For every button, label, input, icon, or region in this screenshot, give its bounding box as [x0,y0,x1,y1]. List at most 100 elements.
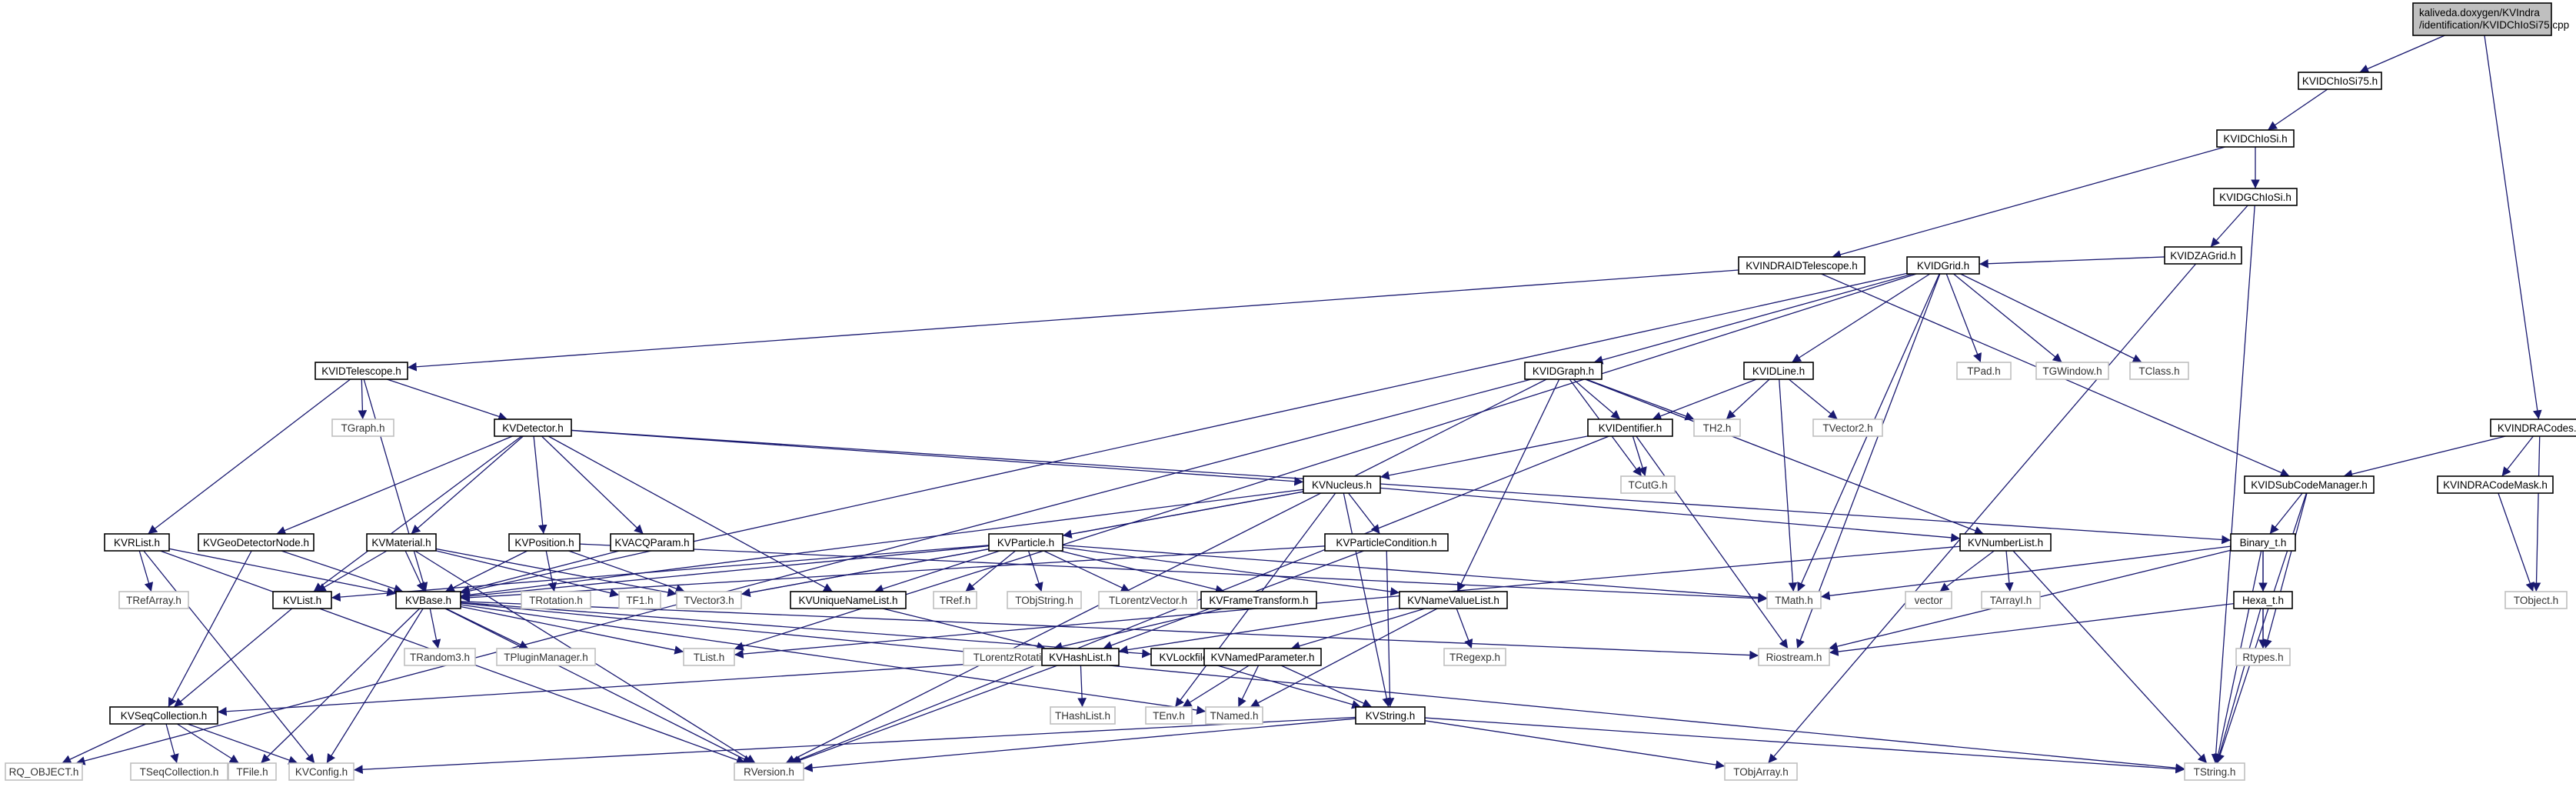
node-kvindraidtelescope-h[interactable]: KVINDRAIDTelescope.h [1738,256,1865,275]
edge-kvnamevaluelist-h-to-kvhashlist-h [1118,608,1400,655]
node-th2-h-label: TH2.h [1703,422,1732,434]
node-kvidsubcodemanager-h[interactable]: KVIDSubCodeManager.h [2244,475,2375,494]
node-kvnucleus-h[interactable]: KVNucleus.h [1303,475,1381,494]
edge-binary-t-h-to-tmath-h [1820,545,2232,601]
node-kvnamedparameter-h-label: KVNamedParameter.h [1210,652,1314,663]
node-kvidzagrid-h[interactable]: KVIDZAGrid.h [2164,246,2242,265]
node-kvmaterial-h-label: KVMaterial.h [371,537,431,549]
node-kvgeodetectornode-h[interactable]: KVGeoDetectorNode.h [198,533,315,552]
edge-kvidgrid-h-to-kvidline-h [1791,273,1931,363]
edge-kvbase-h-to-tstring-h [460,602,2185,772]
node-kvmaterial-h[interactable]: KVMaterial.h [366,533,437,552]
node-kvuniquenamelist-h-label: KVUniqueNameList.h [798,595,897,606]
node-kvacqparam-h[interactable]: KVACQParam.h [610,533,694,552]
node-kvidgchiosi-h[interactable]: KVIDGChIoSi.h [2213,188,2298,206]
node-kvidgrid-h-label: KVIDGrid.h [1917,260,1969,272]
node-kvparticlecondition-h-label: KVParticleCondition.h [1336,537,1436,549]
root-file-node: kaliveda.doxygen/KVIndra/identification/… [2412,2,2569,36]
node-tobject-h-label: TObject.h [2514,595,2558,606]
node-kvlist-h[interactable]: KVList.h [272,591,332,609]
edge-kvparticlecondition-h-to-kvstring-h [1385,550,1395,708]
node-kvrlist-h[interactable]: KVRList.h [104,533,170,552]
node-kvdetector-h-label: KVDetector.h [502,422,564,434]
node-kvidline-h[interactable]: KVIDLine.h [1743,362,1814,380]
edge-kvlockfile-h-to-kvstring-h [1216,665,1362,709]
node-kvdetector-h-box [494,419,572,437]
node-tenv-h-box [1145,706,1193,725]
node-kvidentifier-h-box [1587,419,1673,437]
node-tvector2-h: TVector2.h [1812,419,1883,437]
node-tobjarray-h-box [1724,762,1798,781]
node-tfile-h: TFile.h [228,762,277,781]
dependency-edges [62,35,2542,775]
node-tclass-h-box [2129,362,2189,380]
edge-kvgeodetectornode-h-to-kvseqcollection-h [168,550,252,708]
node-tmath-h: TMath.h [1766,591,1822,609]
node-kvparticlecondition-h[interactable]: KVParticleCondition.h [1324,533,1449,552]
node-tnamed-h-label: TNamed.h [1210,710,1258,722]
node-rversion-h: RVersion.h [734,762,804,781]
node-trotation-h: TRotation.h [521,591,591,609]
node-kvnamevaluelist-h-box [1399,591,1508,609]
node-kvframetransform-h-box [1200,591,1317,609]
node-vector-box [1905,591,1952,609]
node-kvdetector-h[interactable]: KVDetector.h [494,419,572,437]
edge-kvmaterial-h-to-kvbase-h [404,550,425,592]
edge-kvgeodetectornode-h-to-kvbase-h [281,550,404,593]
node-kvbase-h[interactable]: KVBase.h [395,591,461,609]
node-tgraph-h-label: TGraph.h [341,422,384,434]
node-kvindracodemask-h-box [2437,475,2554,494]
node-tgwindow-h-label: TGWindow.h [2042,365,2102,377]
node-tpad-h-box [1956,362,2012,380]
node-kvindracodes-h[interactable]: KVINDRACodes.h [2490,419,2576,437]
node-kvnumberlist-h[interactable]: KVNumberList.h [1959,533,2052,552]
edge-kvidgraph-h-to-rq-object-h [75,378,1532,765]
node-hexa-t-h[interactable]: Hexa_t.h [2233,591,2293,609]
edge-kvposition-h-to-kvbase-h [444,550,528,592]
node-rq-object-h-label: RQ_OBJECT.h [9,766,79,778]
node-kvparticlecondition-h-box [1324,533,1449,552]
edge-kvidtelescope-h-to-tgraph-h [358,378,368,420]
edge-kvparticle-h-to-tobjstring-h [1027,550,1043,592]
edge-kvidgraph-h-to-kvidentifier-h [1573,378,1621,420]
node-kvframetransform-h[interactable]: KVFrameTransform.h [1200,591,1317,609]
node-kvidgraph-h[interactable]: KVIDGraph.h [1524,362,1603,380]
node-tstring-h: TString.h [2184,762,2245,781]
node-trefarray-h: TRefArray.h [118,591,189,609]
node-kvparticle-h[interactable]: KVParticle.h [988,533,1063,552]
node-kvnamedparameter-h[interactable]: KVNamedParameter.h [1203,648,1322,666]
edge-kvidline-h-to-kvidentifier-h [1652,378,1757,421]
edge-kvidsubcodemanager-h-to-rtypes-h [2263,492,2308,649]
node-kvstring-h[interactable]: KVString.h [1355,706,1426,725]
edge-kvrlist-h-to-kvconfig-h [143,550,315,764]
node-kvidgraph-h-box [1524,362,1603,380]
node-tregexp-h: TRegexp.h [1443,648,1506,666]
node-tgraph-h: TGraph.h [331,419,394,437]
edge-kvidentifier-h-to-riostream-h [1636,435,1789,649]
node-kvindracodemask-h[interactable]: KVINDRACodeMask.h [2437,475,2554,494]
node-trandom3-h-box [404,648,476,666]
edge-kvposition-h-to-tmath-h [579,543,1768,603]
node-kvseqcollection-h[interactable]: KVSeqCollection.h [109,706,218,725]
node-kvidchiosi-h[interactable]: KVIDChIoSi.h [2216,129,2295,148]
node-kvidtelescope-h[interactable]: KVIDTelescope.h [315,362,408,380]
node-kvposition-h[interactable]: KVPosition.h [508,533,581,552]
node-kvuniquenamelist-h[interactable]: KVUniqueNameList.h [790,591,907,609]
edge-kvidgraph-h-to-th2-h [1586,378,1695,421]
node-kvidsubcodemanager-h-box [2244,475,2375,494]
node-riostream-h-label: Riostream.h [1766,652,1822,663]
node-binary-t-h[interactable]: Binary_t.h [2230,533,2296,552]
node-kvidchiosi-h-box [2216,129,2295,148]
node-kvidentifier-h[interactable]: KVIDentifier.h [1587,419,1673,437]
node-kvseqcollection-h-label: KVSeqCollection.h [121,710,208,722]
node-kvidchiosi75-h[interactable]: KVIDChIoSi75.h [2298,72,2382,90]
node-tlist-h-box [683,648,735,666]
node-kvhashlist-h[interactable]: KVHashList.h [1041,648,1120,666]
node-kvnamevaluelist-h[interactable]: KVNameValueList.h [1399,591,1508,609]
node-tfile-h-box [228,762,277,781]
node-kvseqcollection-h-box [109,706,218,725]
node-vector-label: vector [1915,595,1943,606]
node-kvidgrid-h[interactable]: KVIDGrid.h [1906,256,1980,275]
node-trandom3-h: TRandom3.h [404,648,476,666]
node-tarrayi-h: TArrayI.h [1981,591,2041,609]
